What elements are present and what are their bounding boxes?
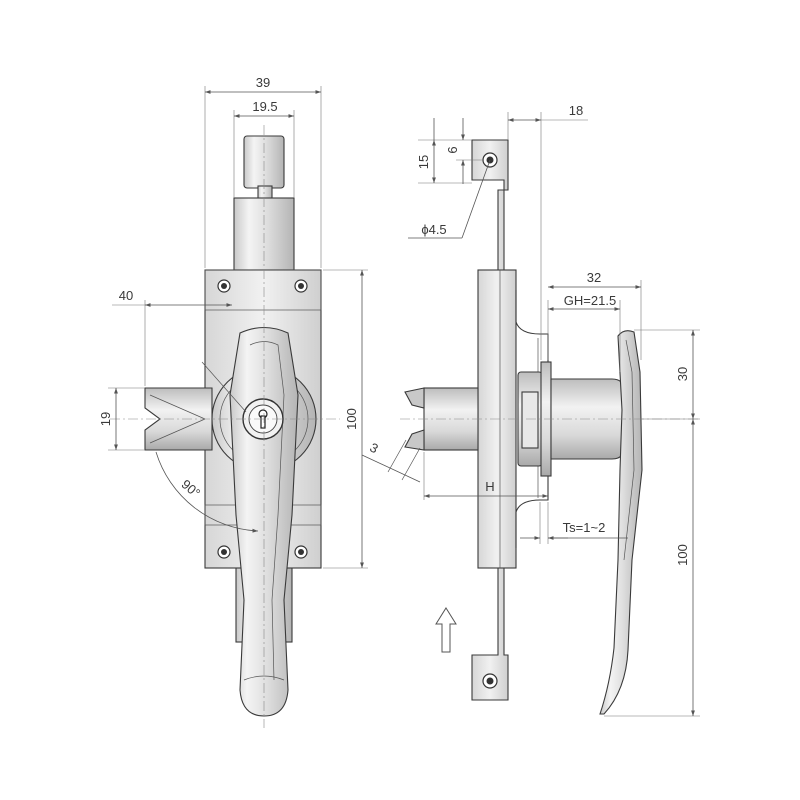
dim-diameter-4-5: ϕ4.5 [421,222,446,237]
dim-30: 30 [675,367,690,381]
dim-18: 18 [569,103,583,118]
dim-19: 19 [98,412,113,426]
up-arrow-icon [435,607,457,653]
dim-100-side: 100 [675,544,690,566]
dim-15: 15 [416,155,431,169]
dim-32: 32 [587,270,601,285]
side-handle [599,330,643,715]
dim-panel-thickness: Ts=1~2 [563,520,606,535]
dim-19-5: 19.5 [252,99,277,114]
screw-hole [217,545,231,559]
screw-hole [217,279,231,293]
dim-100-front: 100 [344,408,359,430]
bottom-bracket [471,567,509,701]
dim-6: 6 [445,146,460,153]
dim-grip-height: GH=21.5 [564,293,616,308]
front-view: 39 19.5 40 19 100 90° [98,75,368,728]
dim-h: H [485,479,494,494]
bracket-hole [482,673,498,689]
screw-hole [294,279,308,293]
dim-40: 40 [119,288,133,303]
screw-hole [294,545,308,559]
keyhole-icon [258,409,268,429]
side-view: 18 15 6 ϕ4.5 32 GH=21.5 30 100 [361,103,700,717]
dim-39: 39 [256,75,270,90]
dim-3: 3 [367,440,380,457]
